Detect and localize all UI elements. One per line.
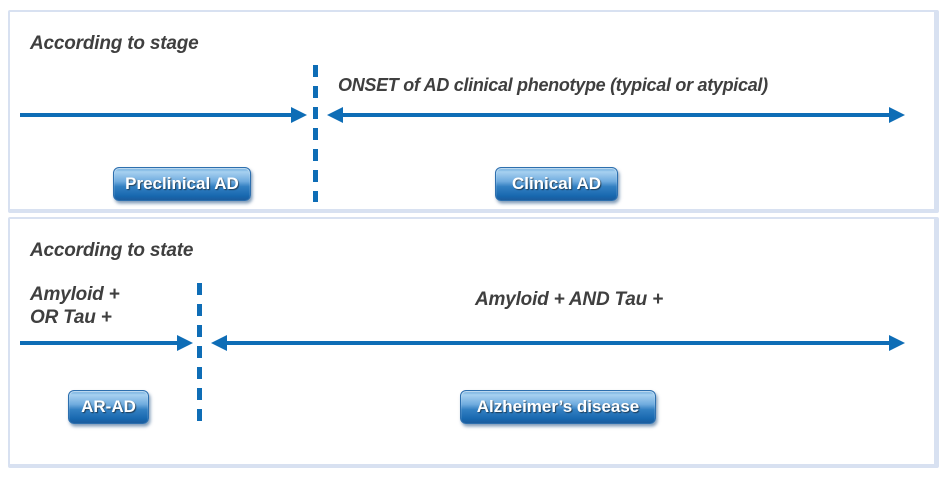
arrowhead-left-icon (211, 335, 227, 351)
ar-ad-badge: AR-AD (68, 390, 149, 424)
state-panel: According to state Amyloid + OR Tau + Am… (8, 217, 939, 468)
biomarker-left-annotation: Amyloid + OR Tau + (30, 283, 120, 329)
arrowhead-left-icon (327, 107, 343, 123)
preclinical-ad-badge-label: Preclinical AD (125, 174, 239, 193)
biomarker-left-line2: OR Tau + (30, 307, 112, 328)
arrowhead-right-icon (889, 107, 905, 123)
ar-ad-badge-label: AR-AD (81, 397, 136, 416)
preclinical-ad-badge: Preclinical AD (113, 167, 251, 201)
stage-panel: According to stage ONSET of AD clinical … (8, 10, 939, 213)
arrowhead-right-icon (889, 335, 905, 351)
state-divider-dashed-line (197, 283, 202, 429)
biomarker-left-line1: Amyloid + (30, 284, 120, 305)
arad-timeline-arrow (20, 341, 178, 345)
clinical-timeline-arrow (340, 113, 891, 117)
arrowhead-right-icon (177, 335, 193, 351)
state-panel-title: According to state (30, 240, 194, 261)
biomarker-right-annotation: Amyloid + AND Tau + (475, 289, 663, 310)
clinical-ad-badge-label: Clinical AD (511, 174, 602, 193)
arrowhead-right-icon (291, 107, 307, 123)
onset-annotation: ONSET of AD clinical phenotype (typical … (338, 75, 768, 95)
onset-divider-dashed-line (313, 65, 318, 202)
alzheimers-disease-badge: Alzheimer’s disease (460, 390, 656, 424)
alzheimers-timeline-arrow (224, 341, 891, 345)
preclinical-timeline-arrow (20, 113, 295, 117)
stage-panel-title: According to stage (30, 33, 199, 54)
alzheimers-disease-badge-label: Alzheimer’s disease (476, 397, 640, 416)
clinical-ad-badge: Clinical AD (495, 167, 618, 201)
